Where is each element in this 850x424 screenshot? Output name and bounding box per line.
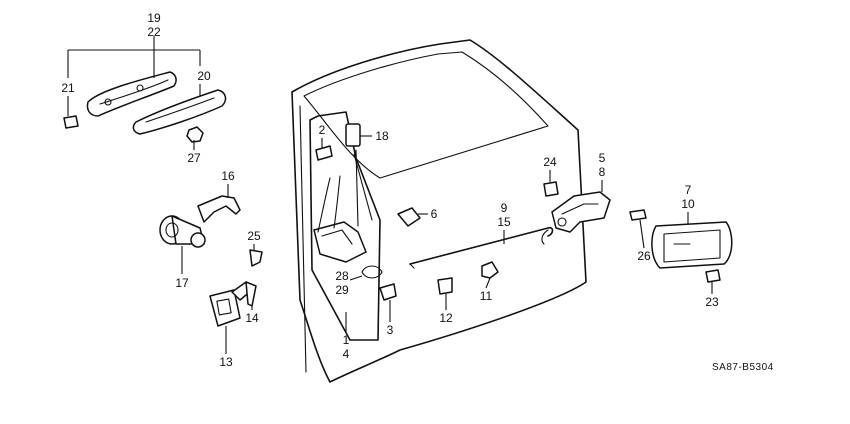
callout-19: 19 xyxy=(147,11,161,25)
callout-29: 29 xyxy=(335,283,349,297)
door-latch xyxy=(313,221,367,263)
door-lock-knob-assembly xyxy=(209,249,263,327)
reference-code: SA87-B5304 xyxy=(712,362,774,373)
spring-28-29 xyxy=(361,265,383,279)
door-panel-outline xyxy=(291,39,587,383)
clip-12 xyxy=(437,277,453,295)
bolt-25 xyxy=(249,249,263,267)
callout-5: 5 xyxy=(599,151,606,165)
cylinder-retainer xyxy=(197,195,241,223)
callout-4: 4 xyxy=(343,347,350,361)
leader-lines xyxy=(67,36,713,354)
inside-handle-rod xyxy=(409,226,554,265)
lock-knob-bracket xyxy=(209,289,241,327)
callout-10: 10 xyxy=(681,197,695,211)
callout-7: 7 xyxy=(685,183,692,197)
screw-26 xyxy=(629,209,647,221)
door-lock-latch-assembly xyxy=(309,111,397,341)
callout-15: 15 xyxy=(497,215,511,229)
callout-6: 6 xyxy=(431,207,438,221)
callout-14: 14 xyxy=(245,311,259,325)
callout-26: 26 xyxy=(637,249,651,263)
callout-labels: 19 22 21 20 27 16 17 25 14 13 2 18 28 29… xyxy=(61,11,719,369)
callout-20: 20 xyxy=(197,69,211,83)
screw-23 xyxy=(705,269,721,283)
callout-27: 27 xyxy=(187,151,201,165)
key-cylinder-assembly xyxy=(159,195,241,248)
callout-8: 8 xyxy=(599,165,606,179)
callout-16: 16 xyxy=(221,169,235,183)
callout-1: 1 xyxy=(343,333,350,347)
inside-handle-rod-assembly xyxy=(409,226,554,295)
outside-handle-protector xyxy=(132,89,227,135)
rod-holder-18 xyxy=(345,123,361,147)
clip-24 xyxy=(543,181,559,197)
callout-22: 22 xyxy=(147,25,161,39)
bolt-14 xyxy=(245,281,257,307)
callout-17: 17 xyxy=(175,276,189,290)
outside-handle-assembly xyxy=(63,71,227,143)
callout-18: 18 xyxy=(375,129,389,143)
callout-21: 21 xyxy=(61,81,75,95)
callout-12: 12 xyxy=(439,311,453,325)
callout-24: 24 xyxy=(543,155,557,169)
latch-rod xyxy=(317,177,331,233)
inside-handle-cover-assembly xyxy=(629,209,733,283)
callout-23: 23 xyxy=(705,295,719,309)
callout-13: 13 xyxy=(219,355,233,369)
callout-25: 25 xyxy=(247,229,261,243)
callout-9: 9 xyxy=(501,201,508,215)
callout-28: 28 xyxy=(335,269,349,283)
rod-clip-2 xyxy=(315,145,333,161)
nut-27 xyxy=(186,126,204,143)
bushing-6 xyxy=(397,207,421,227)
callout-3: 3 xyxy=(387,323,394,337)
callout-11: 11 xyxy=(480,289,493,303)
grommet-11 xyxy=(481,261,499,279)
clip-3 xyxy=(379,283,397,301)
callout-2: 2 xyxy=(319,123,326,137)
inside-handle-assembly xyxy=(397,181,611,245)
clip-21 xyxy=(63,115,79,129)
